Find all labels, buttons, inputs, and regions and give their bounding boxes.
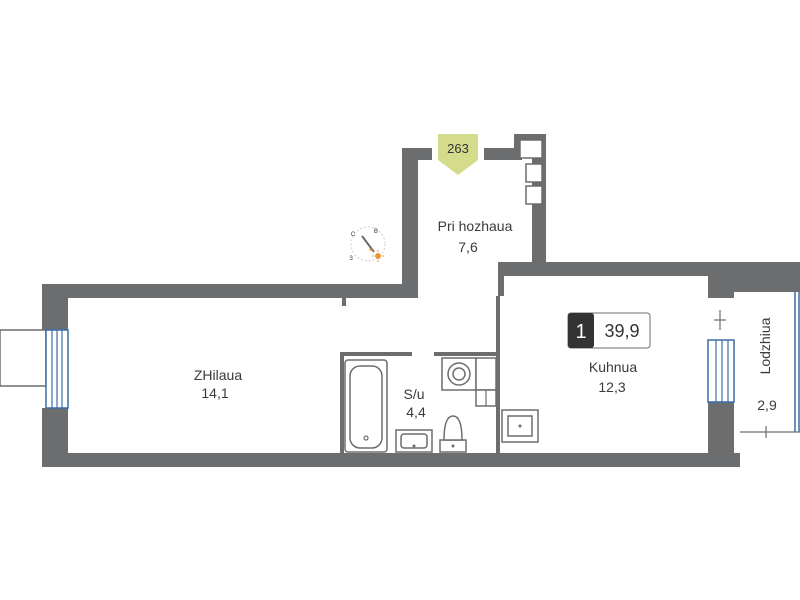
compass-needle-icon (361, 235, 375, 253)
apartment-number: 263 (447, 141, 469, 156)
compass-east: В (374, 229, 378, 235)
loggia-name: Lodzhiua (757, 317, 773, 374)
kitchen-sink (501, 409, 539, 443)
bathroom-area: 4,4 (406, 404, 426, 420)
apartment-summary: 1 39,9 (567, 312, 651, 349)
living-room-area: 14,1 (201, 385, 228, 401)
loggia-glazing (714, 292, 800, 438)
compass: С В З (349, 226, 386, 262)
bathtub (344, 359, 388, 453)
compass-west: З (349, 256, 353, 262)
washing-machine (441, 357, 477, 391)
walls (42, 134, 800, 467)
total-area: 39,9 (604, 321, 639, 341)
kitchen-window (707, 339, 735, 403)
loggia-area: 2,9 (757, 397, 777, 413)
bathroom-name: S/u (403, 386, 424, 402)
living-room-window (0, 329, 69, 409)
washbasin (395, 429, 433, 453)
rooms-count: 1 (575, 321, 586, 343)
hallway-name: Pri hozhаua (438, 218, 513, 234)
kitchen-name: Kuhnua (589, 359, 637, 375)
toilet (439, 415, 467, 453)
bathroom-shelves (475, 357, 497, 407)
compass-north: С (351, 232, 356, 238)
kitchen-area: 12,3 (598, 379, 625, 395)
living-room-name: ZHilaua (194, 367, 242, 383)
ventilation-shaft (519, 139, 543, 205)
sun-icon (372, 250, 384, 262)
hallway-area: 7,6 (458, 239, 478, 255)
apartment-number-badge: 263 (438, 134, 478, 175)
